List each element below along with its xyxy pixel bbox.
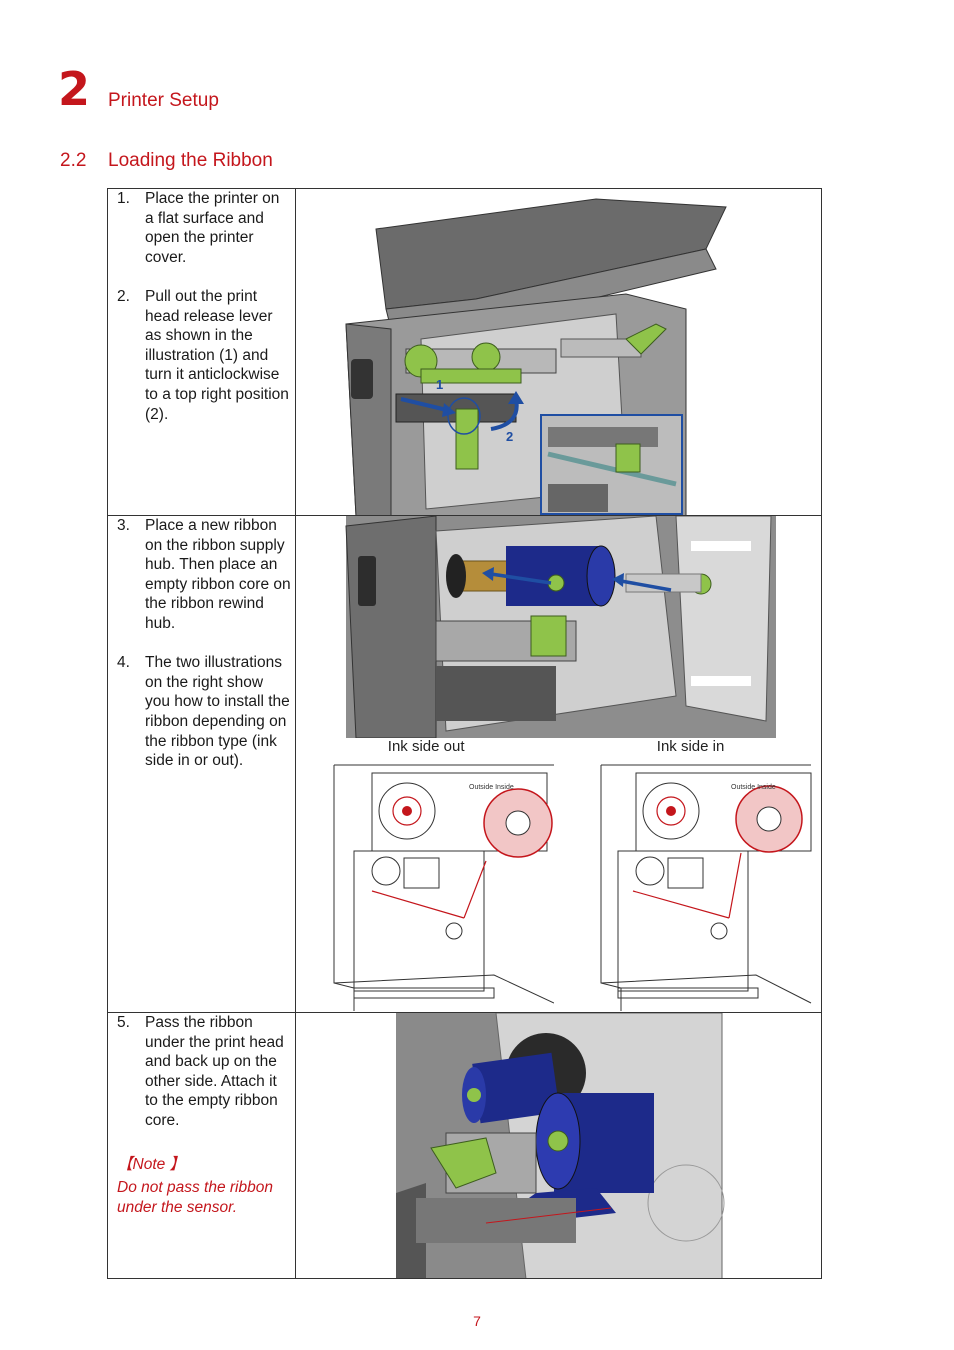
section-heading: 2.2 Loading the Ribbon	[60, 150, 273, 172]
step-number: 2.	[117, 287, 130, 305]
step-text: Pass the ribbon under the print head and…	[145, 1014, 284, 1129]
steps-row-3: 5. Pass the ribbon under the print head a…	[107, 1012, 823, 1279]
instruction-cell: 1. Place the printer on a flat surface an…	[107, 188, 296, 516]
printer-ribbon-supply-illustration	[345, 516, 776, 738]
page-number: 7	[473, 1313, 481, 1329]
svg-text:Outside Inside: Outside Inside	[731, 784, 776, 791]
chapter-number: 2	[58, 62, 91, 116]
step-item: 3. Place a new ribbon on the ribbon suppl…	[108, 516, 295, 634]
ink-side-in-diagram: Outside Inside	[600, 764, 812, 1011]
step-item: 5. Pass the ribbon under the print head a…	[108, 1013, 295, 1131]
step-text: Place the printer on a flat surface and …	[145, 190, 280, 266]
caption-ink-side-in: Ink side in	[656, 738, 725, 755]
step-list: 1. Place the printer on a flat surface an…	[108, 189, 295, 424]
callout-1-label: 1	[436, 377, 443, 392]
step-text: The two illustrations on the right show …	[145, 654, 290, 770]
instruction-cell: 3. Place a new ribbon on the ribbon suppl…	[107, 515, 296, 1013]
svg-text:Outside Inside: Outside Inside	[469, 784, 514, 791]
figure-cell-1: 1 2	[294, 188, 823, 516]
instruction-cell: 5. Pass the ribbon under the print head a…	[107, 1012, 296, 1279]
outside-label: Outside	[469, 784, 493, 791]
step-number: 1.	[117, 190, 130, 207]
steps-table: 1. Place the printer on a flat surface an…	[107, 188, 823, 1279]
ribbon-threading-illustration	[395, 1013, 725, 1278]
figure-cell-2: Ink side out Ink side in Outside Inside	[294, 515, 823, 1013]
note-block: 【Note 】 Do not pass the ribbon under the…	[108, 1155, 295, 1218]
step-item: 2. Pull out the print head release lever …	[108, 287, 295, 424]
chapter-title: Printer Setup	[108, 90, 219, 111]
step-item: 1. Place the printer on a flat surface an…	[108, 189, 295, 267]
outside-label: Outside	[731, 784, 755, 791]
step-list: 5. Pass the ribbon under the print head a…	[108, 1013, 295, 1131]
note-text: Do not pass the ribbon under the sensor.	[117, 1179, 273, 1216]
note-label: 【Note 】	[117, 1155, 186, 1173]
figure-cell-3	[294, 1012, 823, 1279]
step-text: Pull out the print head release lever as…	[145, 287, 289, 423]
step-number: 4.	[117, 654, 130, 672]
steps-row-1: 1. Place the printer on a flat surface an…	[107, 188, 823, 516]
step-number: 3.	[117, 517, 130, 534]
section-number: 2.2	[60, 150, 87, 171]
step-item: 4. The two illustrations on the right sho…	[108, 653, 295, 771]
section-title: Loading the Ribbon	[108, 150, 273, 171]
inside-label: Inside	[495, 784, 514, 791]
step-text: Place a new ribbon on the ribbon supply …	[145, 517, 291, 632]
callout-2-label: 2	[506, 429, 513, 444]
ink-side-out-diagram: Outside Inside	[333, 764, 554, 1011]
step-number: 5.	[117, 1014, 130, 1031]
step-list: 3. Place a new ribbon on the ribbon suppl…	[108, 516, 295, 771]
steps-row-2: 3. Place a new ribbon on the ribbon suppl…	[107, 515, 823, 1013]
caption-ink-side-out: Ink side out	[387, 738, 465, 755]
printer-open-cover-illustration: 1 2	[345, 198, 727, 515]
inside-label: Inside	[757, 784, 776, 791]
